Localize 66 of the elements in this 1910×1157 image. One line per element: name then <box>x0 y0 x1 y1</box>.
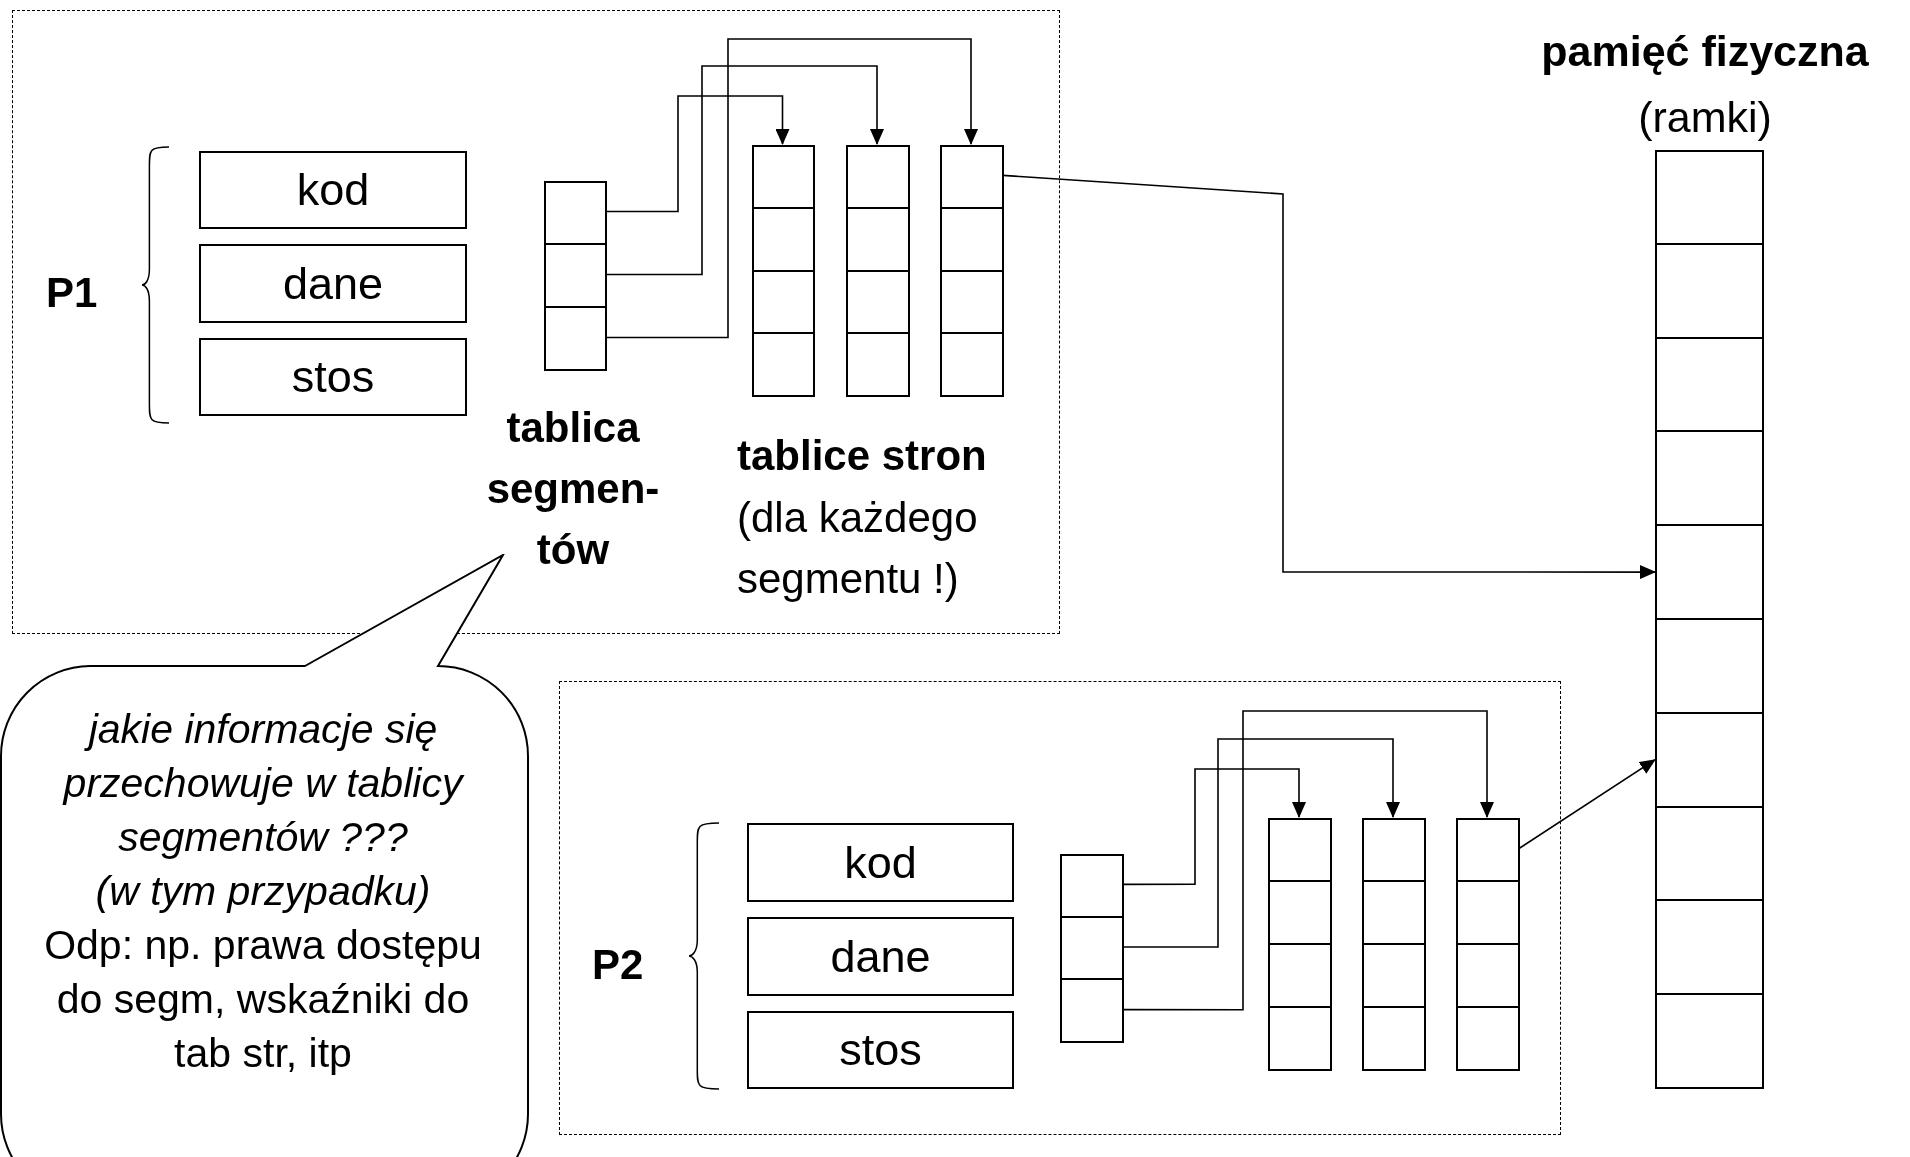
table-entry <box>1655 242 1764 339</box>
dashed-frame <box>559 681 1561 1135</box>
process-label: P1 <box>46 268 99 318</box>
table-entry <box>1655 430 1764 527</box>
table-entry <box>544 243 607 308</box>
arrow <box>1122 768 1306 886</box>
table-entry <box>1655 524 1764 620</box>
table-entry <box>752 206 815 272</box>
table-entry <box>1655 899 1764 996</box>
table-entry <box>846 206 910 272</box>
arrow <box>605 65 884 276</box>
table-entry <box>752 145 815 210</box>
segment-box: kod <box>199 151 467 229</box>
table-entry <box>1456 880 1520 945</box>
table-entry <box>1655 618 1764 714</box>
table-entry <box>1060 978 1124 1043</box>
table-entry <box>1655 711 1764 808</box>
arrow <box>605 95 790 213</box>
table-entry <box>846 332 910 397</box>
table-entry <box>940 332 1004 397</box>
heading: pamięć fizyczna <box>1540 26 1870 76</box>
table-entry <box>1655 150 1764 246</box>
callout-text: (w tym przypadku) <box>95 867 431 916</box>
table-entry <box>1268 818 1332 883</box>
table-entry <box>752 269 815 335</box>
table-entry <box>1362 1006 1426 1071</box>
process-label: P2 <box>592 940 645 990</box>
table-entry <box>940 206 1004 272</box>
arrow <box>605 38 978 339</box>
table-entry <box>1456 818 1520 883</box>
table-entry <box>752 332 815 397</box>
subheading: (ramki) <box>1637 92 1773 142</box>
segment-box: dane <box>747 917 1014 996</box>
segment-box: kod <box>747 823 1014 902</box>
table-entry <box>940 269 1004 335</box>
table-entry <box>1362 818 1426 883</box>
table-entry <box>846 269 910 335</box>
table-entry <box>1655 805 1764 902</box>
arrow <box>1122 710 1494 1011</box>
table-entry <box>544 306 607 371</box>
segment-box: stos <box>747 1011 1014 1089</box>
arrow <box>1002 174 1656 580</box>
table-entry <box>544 181 607 246</box>
table-entry <box>1268 943 1332 1008</box>
table-entry <box>1456 943 1520 1008</box>
table-entry <box>1655 336 1764 433</box>
table-entry <box>1060 854 1124 919</box>
table-entry <box>1060 915 1124 981</box>
table-entry <box>1268 880 1332 945</box>
caption-text: tablice stron <box>737 431 988 481</box>
segment-box: dane <box>199 244 467 323</box>
table-entry <box>1268 1006 1332 1071</box>
callout-text: jakie informacje się przechowuje w tablicy segmentów ??? <box>61 705 466 862</box>
arrow <box>1518 758 1656 850</box>
caption-text: (dla każdego segmentu !) <box>737 493 979 604</box>
arrow <box>1122 738 1400 948</box>
table-entry <box>1362 943 1426 1008</box>
table-entry <box>1362 880 1426 945</box>
table-entry <box>1655 993 1764 1089</box>
segment-box: stos <box>199 338 467 416</box>
table-entry <box>846 145 910 210</box>
callout-text: Odp: np. prawa dostępu do segm, wskaźniki do tab str, itp <box>43 921 483 1078</box>
caption-text: tablica segmen- tów <box>485 403 661 575</box>
dashed-frame <box>12 10 1060 634</box>
table-entry <box>940 145 1004 210</box>
table-entry <box>1456 1006 1520 1071</box>
